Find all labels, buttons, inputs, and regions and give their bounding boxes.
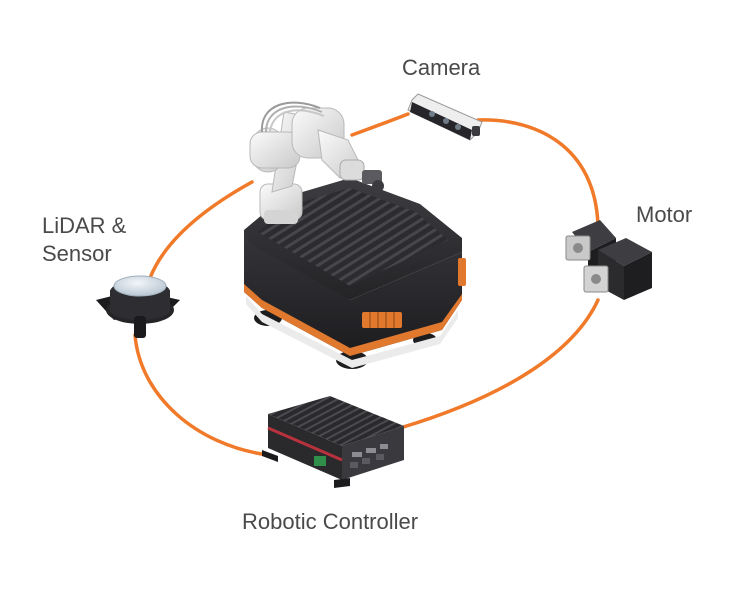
- cable-loop: [133, 112, 600, 457]
- industrial-pc-icon: [262, 396, 404, 488]
- servo-motor-pair-icon: [565, 220, 652, 300]
- mobile-robot-with-arm-icon: [244, 101, 466, 369]
- cable-robot-to-camera: [350, 112, 410, 137]
- label-motor: Motor: [636, 202, 693, 227]
- cable-lidar-to-robot: [148, 180, 254, 280]
- cable-controller-to-lidar: [133, 333, 270, 457]
- label-camera: Camera: [402, 55, 481, 80]
- depth-camera-icon: [407, 93, 483, 141]
- label-lidar-sensor: LiDAR & Sensor: [42, 212, 126, 268]
- cable-camera-to-motor: [476, 118, 600, 237]
- label-robotic-controller: Robotic Controller: [242, 509, 419, 534]
- cable-motor-to-controller: [398, 298, 600, 430]
- label-lidar-line1: LiDAR &: [42, 213, 127, 238]
- lidar-sensor-icon: [96, 275, 180, 338]
- label-lidar-line2: Sensor: [42, 241, 112, 266]
